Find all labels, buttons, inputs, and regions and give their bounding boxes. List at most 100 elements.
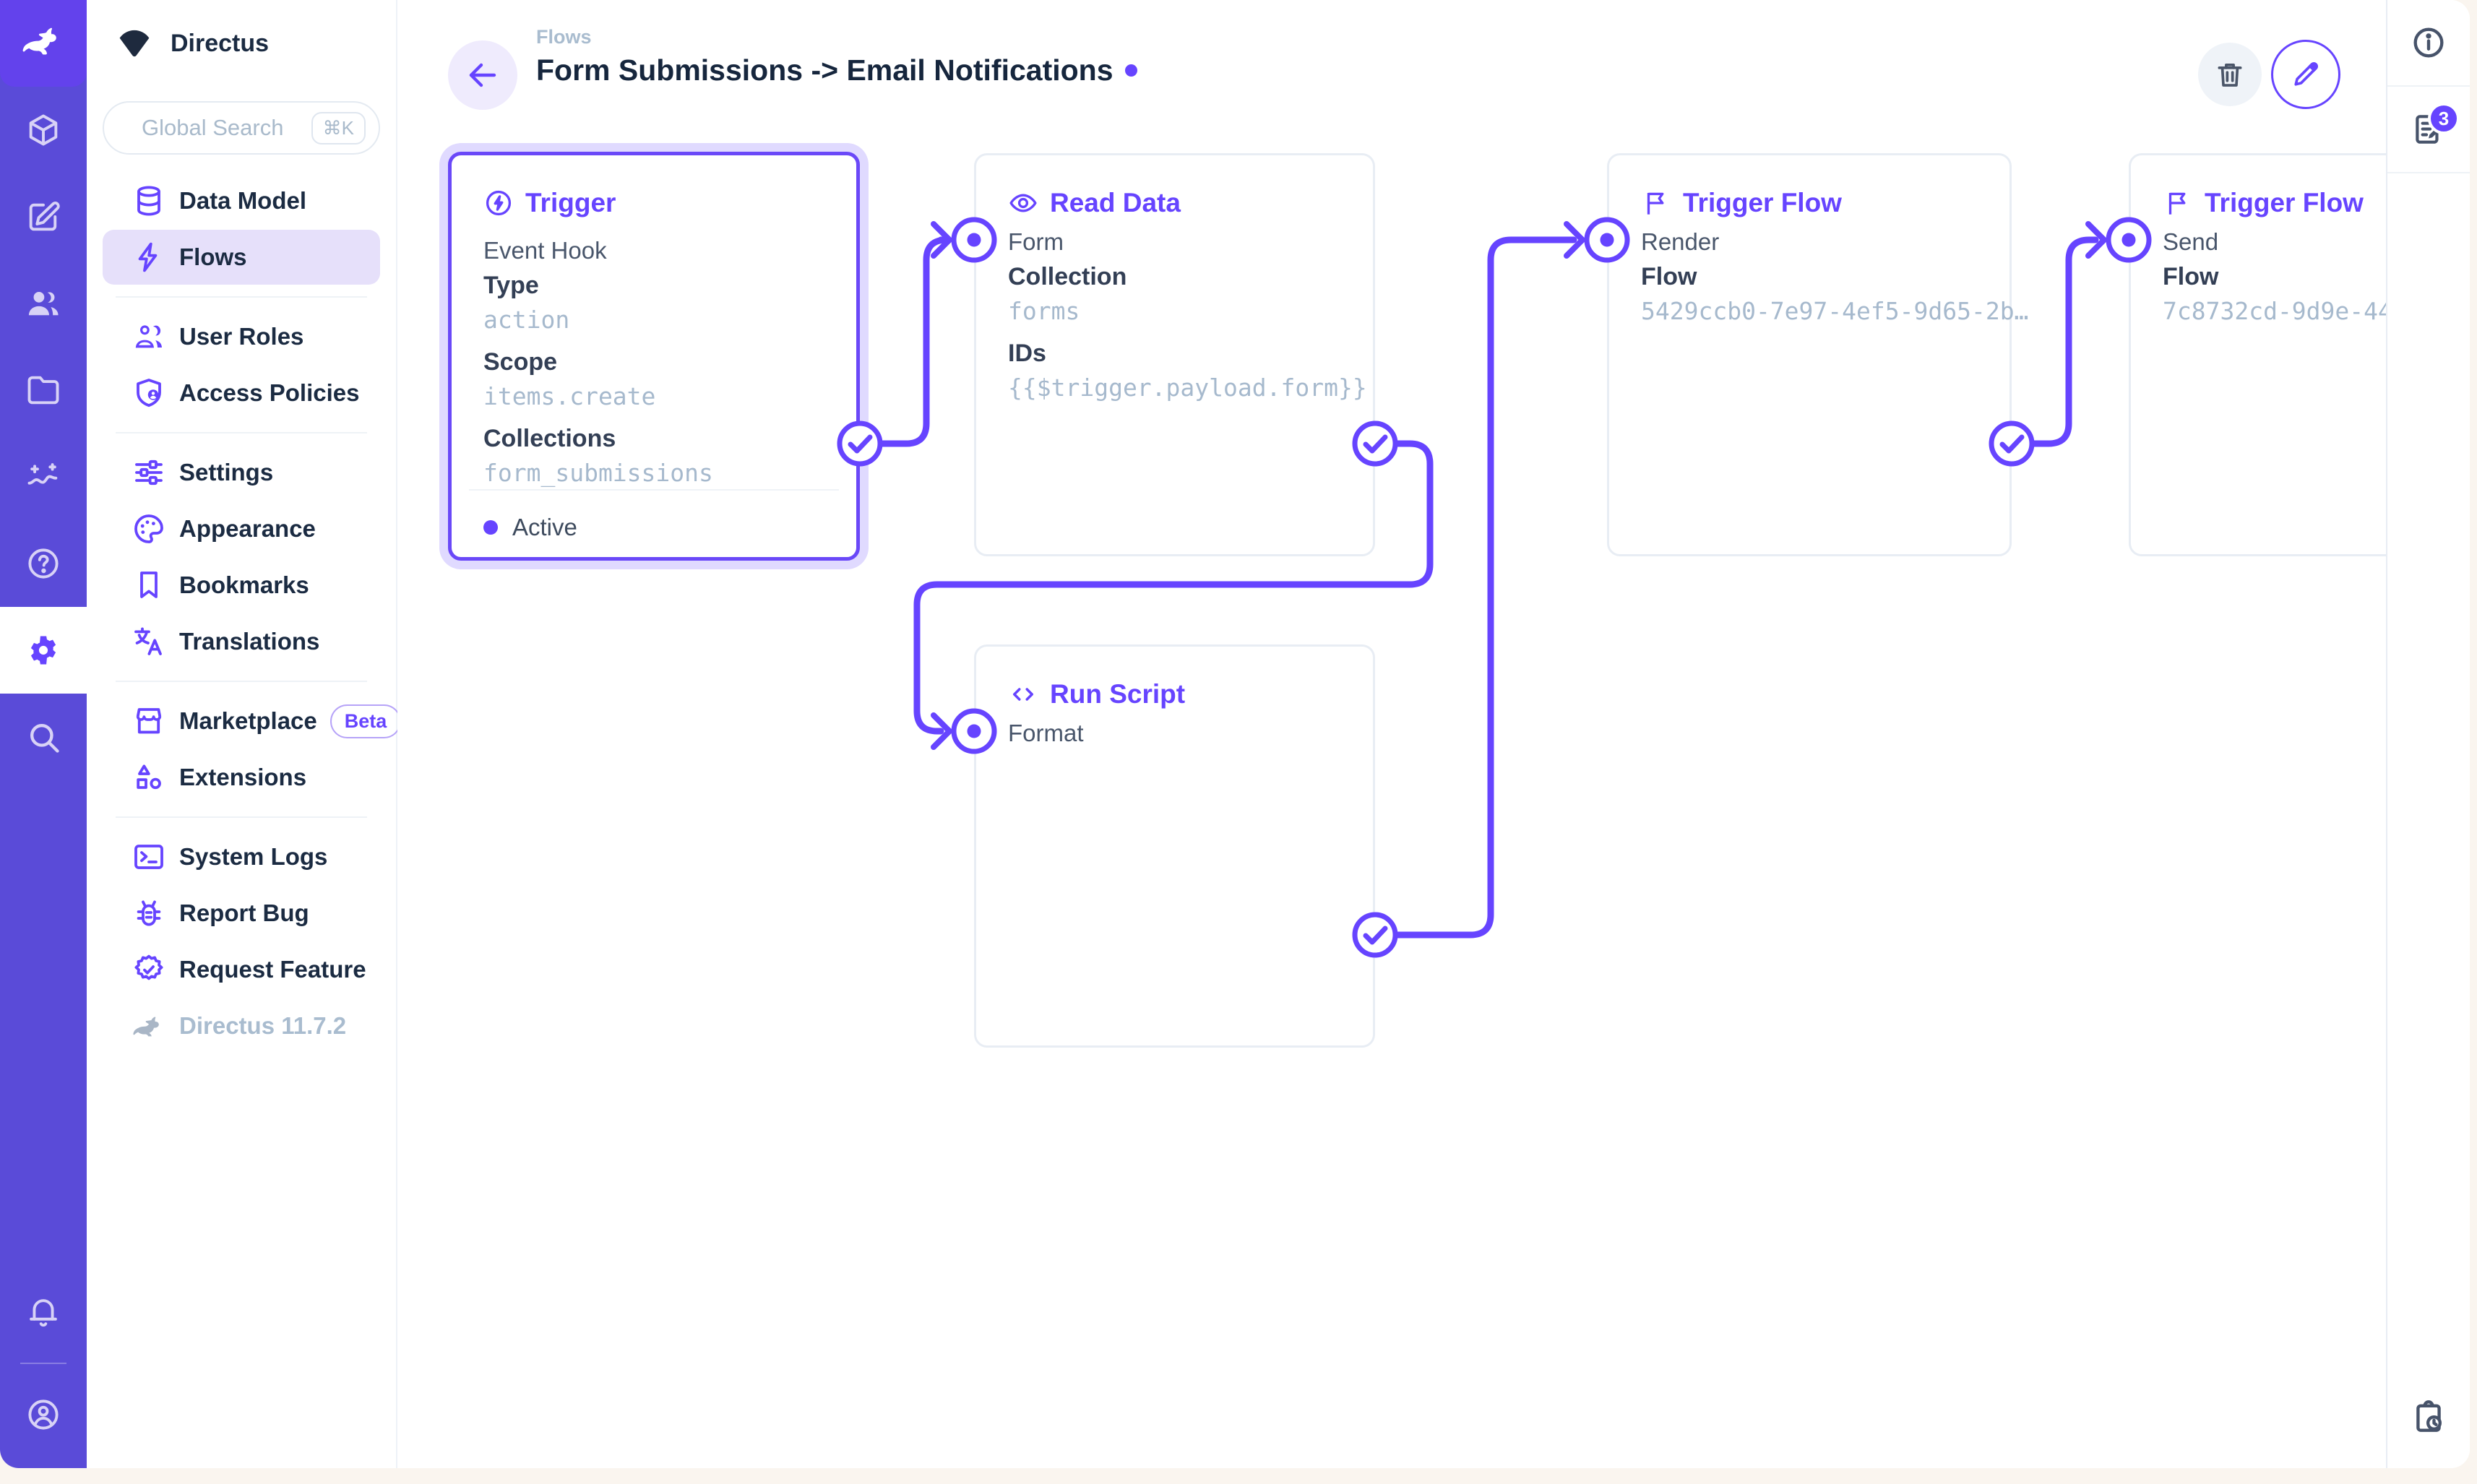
sidebar-item-bookmarks[interactable]: Bookmarks — [103, 558, 380, 613]
arrowhead-icon — [931, 712, 954, 750]
panel-trigger-header: Trigger — [483, 181, 824, 225]
active-dot-icon — [483, 520, 498, 535]
storefront-icon — [132, 704, 166, 738]
notifications-button[interactable] — [0, 1269, 87, 1355]
sidebar-item-system-logs[interactable]: System Logs — [103, 829, 380, 884]
trash-icon — [2214, 59, 2246, 90]
arrowhead-icon — [931, 221, 954, 259]
right-sidebar: 3 — [2386, 0, 2470, 1468]
sidebar-item-appearance[interactable]: Appearance — [103, 501, 380, 556]
nav-divider — [116, 432, 367, 433]
panel-read-data[interactable]: Read Data Form Collection forms IDs {{$t… — [974, 153, 1375, 556]
bolt-circle-icon — [483, 188, 514, 218]
nav-sidebar: Directus ⌘K Data Model Flows User Roles … — [87, 0, 402, 1468]
panel-trigger-flow-render[interactable]: Trigger Flow Render Flow 5429ccb0-7e97-4… — [1607, 153, 2028, 556]
status-label: Active — [512, 514, 577, 540]
logs-sidebar-button[interactable]: 3 — [2387, 87, 2470, 173]
sidebar-item-extensions[interactable]: Extensions — [103, 750, 380, 805]
connector-render-to-send — [2028, 236, 2099, 447]
clipboard-clock-icon — [2411, 1399, 2447, 1436]
palette-icon — [132, 512, 166, 546]
panel-title: Trigger Flow — [1683, 188, 1842, 217]
module-users[interactable] — [0, 260, 87, 347]
edit-icon — [25, 198, 62, 236]
beta-badge: Beta — [329, 704, 402, 738]
delete-flow-button[interactable] — [2198, 43, 2262, 106]
sidebar-item-request-feature[interactable]: Request Feature — [103, 942, 380, 997]
operation-key: Format — [1008, 720, 1084, 746]
project-header[interactable]: Directus — [87, 0, 396, 87]
sidebar-item-label: Translations — [179, 628, 320, 655]
sidebar-item-translations[interactable]: Translations — [103, 614, 380, 669]
panel-title: Trigger — [525, 188, 616, 217]
module-help[interactable] — [0, 520, 87, 607]
search-shortcut-badge: ⌘K — [311, 111, 366, 144]
sidebar-item-data-model[interactable]: Data Model — [103, 173, 380, 228]
back-button[interactable] — [448, 40, 517, 110]
sidebar-item-report-bug[interactable]: Report Bug — [103, 886, 380, 941]
sidebar-item-access-policies[interactable]: Access Policies — [103, 366, 380, 420]
status-badge: Active — [483, 514, 577, 541]
arrowhead-icon — [2085, 221, 2108, 259]
sidebar-item-flows[interactable]: Flows — [103, 230, 380, 285]
module-bar — [0, 0, 87, 1468]
field-label: Scope — [483, 348, 558, 376]
panel-trigger-flow-send[interactable]: Trigger Flow Send Flow 7c8732cd-9d9e-44b… — [2129, 153, 2386, 556]
eye-icon — [1008, 188, 1038, 218]
operation-key: Render — [1641, 228, 1720, 255]
sidebar-item-label: Bookmarks — [179, 571, 309, 598]
account-button[interactable] — [0, 1371, 87, 1458]
sidebar-item-label: Extensions — [179, 764, 307, 790]
database-icon — [132, 184, 166, 218]
bookmark-icon — [132, 568, 166, 603]
sidebar-item-label: Settings — [179, 459, 274, 486]
module-insights[interactable] — [0, 433, 87, 520]
avatar-icon — [25, 1396, 62, 1433]
module-editor[interactable] — [0, 173, 87, 260]
sliders-icon — [132, 455, 166, 490]
gear-icon — [25, 631, 62, 669]
search-icon — [25, 718, 62, 756]
panel-read-data-header: Read Data — [1008, 181, 1341, 225]
sidebar-item-marketplace[interactable]: Marketplace Beta — [103, 694, 402, 749]
project-fan-icon — [116, 25, 153, 62]
translate-icon — [132, 624, 166, 659]
module-content[interactable] — [0, 87, 87, 173]
field-label: Collection — [1008, 263, 1127, 290]
info-sidebar-button[interactable] — [2387, 0, 2470, 87]
field-label: Flow — [2163, 263, 2219, 290]
sidebar-item-settings[interactable]: Settings — [103, 445, 380, 500]
operation-key: Form — [1008, 228, 1064, 255]
module-files[interactable] — [0, 347, 87, 433]
sidebar-item-label: System Logs — [179, 843, 328, 870]
bug-icon — [132, 896, 166, 931]
sidebar-version: Directus 11.7.2 — [103, 998, 380, 1053]
sidebar-item-label: Request Feature — [179, 956, 366, 983]
breadcrumb[interactable]: Flows — [536, 26, 592, 48]
directus-logo-button[interactable] — [0, 0, 87, 87]
folder-icon — [25, 371, 62, 409]
nav-divider — [116, 296, 367, 298]
arrow-left-icon — [465, 58, 500, 92]
module-bar-divider — [20, 1363, 66, 1364]
sidebar-item-user-roles[interactable]: User Roles — [103, 309, 380, 364]
sidebar-item-label: Marketplace — [179, 707, 317, 734]
panel-trigger-flow-header: Trigger Flow — [1641, 181, 1978, 225]
module-search[interactable] — [0, 694, 87, 780]
shield-person-icon — [132, 376, 166, 410]
panel-trigger[interactable]: Trigger Event Hook Type action Scope ite… — [448, 152, 860, 561]
info-icon — [2411, 25, 2447, 61]
panel-run-script[interactable]: Run Script Format — [974, 644, 1375, 1048]
global-search[interactable]: ⌘K — [103, 101, 380, 155]
flow-accent-dot — [1124, 64, 1137, 77]
module-settings[interactable] — [0, 607, 87, 694]
field-label: Flow — [1641, 263, 1697, 290]
rabbit-logo-icon — [21, 21, 66, 66]
search-input[interactable] — [142, 115, 311, 141]
flow-canvas: Flows Form Submissions -> Email Notifica… — [397, 0, 2386, 1468]
scheduled-tasks-button[interactable] — [2387, 1367, 2470, 1468]
field-value: 7c8732cd-9d9e-44be — [2163, 297, 2386, 325]
edit-flow-button[interactable] — [2271, 40, 2340, 109]
panel-footer-divider — [469, 489, 839, 491]
